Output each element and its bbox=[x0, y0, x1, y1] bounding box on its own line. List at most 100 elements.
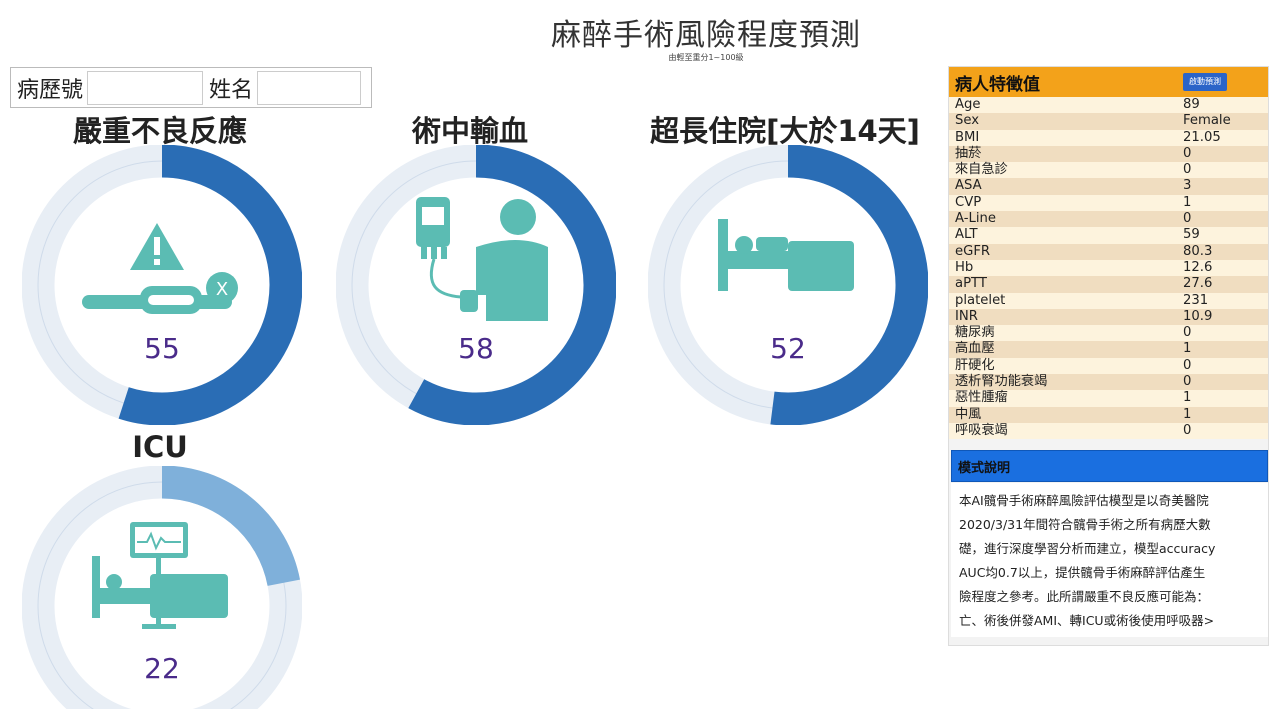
adverse-reaction-icon: X bbox=[82, 223, 238, 314]
patient-name-input[interactable] bbox=[257, 70, 362, 105]
gauge-value-transfusion: 58 bbox=[458, 332, 494, 365]
feature-value: 0 bbox=[1177, 357, 1268, 375]
record-number-input[interactable] bbox=[87, 70, 204, 105]
gauge-title-long-stay: 超長住院[大於14天] bbox=[650, 114, 920, 148]
gauge-arc-adverse bbox=[118, 145, 302, 425]
panel-title: 病人特徵值 bbox=[955, 74, 1040, 95]
feature-value: 0 bbox=[1177, 162, 1268, 179]
feature-name: ASA bbox=[949, 178, 1177, 195]
feature-name: 肝硬化 bbox=[949, 357, 1177, 375]
feature-value: 1 bbox=[1177, 194, 1268, 212]
feature-name: CVP bbox=[949, 194, 1177, 212]
feature-name: 來自急診 bbox=[949, 162, 1177, 179]
feature-value: 0 bbox=[1177, 211, 1268, 228]
blood-transfusion-icon bbox=[416, 197, 548, 321]
record-number-label: 病歷號 bbox=[17, 77, 84, 103]
page-title: 麻醉手術風險程度預測 bbox=[551, 18, 861, 53]
feature-value: 21.05 bbox=[1177, 129, 1268, 146]
feature-value: 231 bbox=[1177, 292, 1268, 309]
model-description-line: 亡、術後併發AMI、轉ICU或術後使用呼吸器> bbox=[959, 613, 1215, 628]
feature-value: 0 bbox=[1177, 422, 1268, 440]
model-description-line: AUC均0.7以上，提供髖骨手術麻醉評估產生 bbox=[959, 565, 1206, 580]
feature-name: BMI bbox=[949, 129, 1177, 146]
feature-name: 高血壓 bbox=[949, 341, 1177, 358]
gauge-title-adverse: 嚴重不良反應 bbox=[72, 114, 247, 148]
gauge-adverse: X bbox=[22, 145, 302, 425]
model-description-line: 險程度之參考。此所謂嚴重不良反應可能為： bbox=[959, 589, 1210, 604]
feature-name: INR bbox=[949, 308, 1177, 326]
feature-value: 80.3 bbox=[1177, 243, 1268, 260]
feature-name: 惡性腫瘤 bbox=[949, 390, 1177, 407]
feature-name: 糖尿病 bbox=[949, 325, 1177, 342]
feature-name: eGFR bbox=[949, 243, 1177, 260]
feature-name: Hb bbox=[949, 259, 1177, 277]
feature-value: 1 bbox=[1177, 390, 1268, 407]
feature-name: A-Line bbox=[949, 211, 1177, 228]
gauge-title-transfusion: 術中輸血 bbox=[411, 114, 528, 148]
feature-value: 1 bbox=[1177, 341, 1268, 358]
feature-value: 10.9 bbox=[1177, 308, 1268, 326]
gauge-transfusion bbox=[336, 145, 616, 425]
gauge-arc-long-stay bbox=[770, 145, 928, 425]
gauge-arc-transfusion bbox=[408, 145, 616, 425]
feature-value: 0 bbox=[1177, 145, 1268, 163]
feature-name: platelet bbox=[949, 292, 1177, 309]
feature-name: ALT bbox=[949, 227, 1177, 244]
model-description-header: 模式說明 bbox=[951, 450, 1268, 482]
feature-value: 1 bbox=[1177, 406, 1268, 423]
feature-value: 12.6 bbox=[1177, 259, 1268, 277]
gauge-title-icu: ICU bbox=[132, 430, 188, 464]
svg-text:X: X bbox=[216, 279, 228, 300]
feature-name: Age bbox=[949, 97, 1177, 114]
panel-header: 病人特徵值 啟動預測 bbox=[949, 67, 1268, 97]
patient-name-label: 姓名 bbox=[209, 77, 254, 103]
feature-value: 3 bbox=[1177, 178, 1268, 195]
feature-value: 89 bbox=[1177, 97, 1268, 114]
feature-name: Sex bbox=[949, 113, 1177, 130]
patient-id-bar: 病歷號 姓名 bbox=[10, 67, 372, 108]
model-description-line: 2020/3/31年間符合髖骨手術之所有病歷大數 bbox=[959, 517, 1211, 532]
gauge-value-adverse: 55 bbox=[144, 332, 180, 365]
icu-monitor-icon bbox=[92, 522, 228, 629]
gauge-value-icu: 22 bbox=[144, 652, 180, 685]
feature-value: Female bbox=[1177, 113, 1268, 130]
hospital-bed-icon bbox=[718, 219, 854, 291]
gauge-long-stay bbox=[648, 145, 928, 425]
start-prediction-button[interactable]: 啟動預測 bbox=[1183, 73, 1227, 91]
feature-value: 0 bbox=[1177, 325, 1268, 342]
feature-name: 抽菸 bbox=[949, 145, 1177, 163]
model-description-line: 礎，進行深度學習分析而建立，模型accuracy bbox=[959, 541, 1216, 556]
feature-name: 呼吸衰竭 bbox=[949, 422, 1177, 440]
gauge-value-long-stay: 52 bbox=[770, 332, 806, 365]
model-description-line: 本AI髖骨手術麻醉風險評估模型是以奇美醫院 bbox=[959, 493, 1209, 508]
feature-value: 27.6 bbox=[1177, 276, 1268, 293]
feature-name: 透析腎功能衰竭 bbox=[949, 374, 1177, 391]
feature-value: 59 bbox=[1177, 227, 1268, 244]
model-description-body: 本AI髖骨手術麻醉風險評估模型是以奇美醫院 2020/3/31年間符合髖骨手術之所… bbox=[951, 483, 1268, 637]
feature-value: 0 bbox=[1177, 374, 1268, 391]
gauge-arc-icu bbox=[161, 466, 301, 587]
